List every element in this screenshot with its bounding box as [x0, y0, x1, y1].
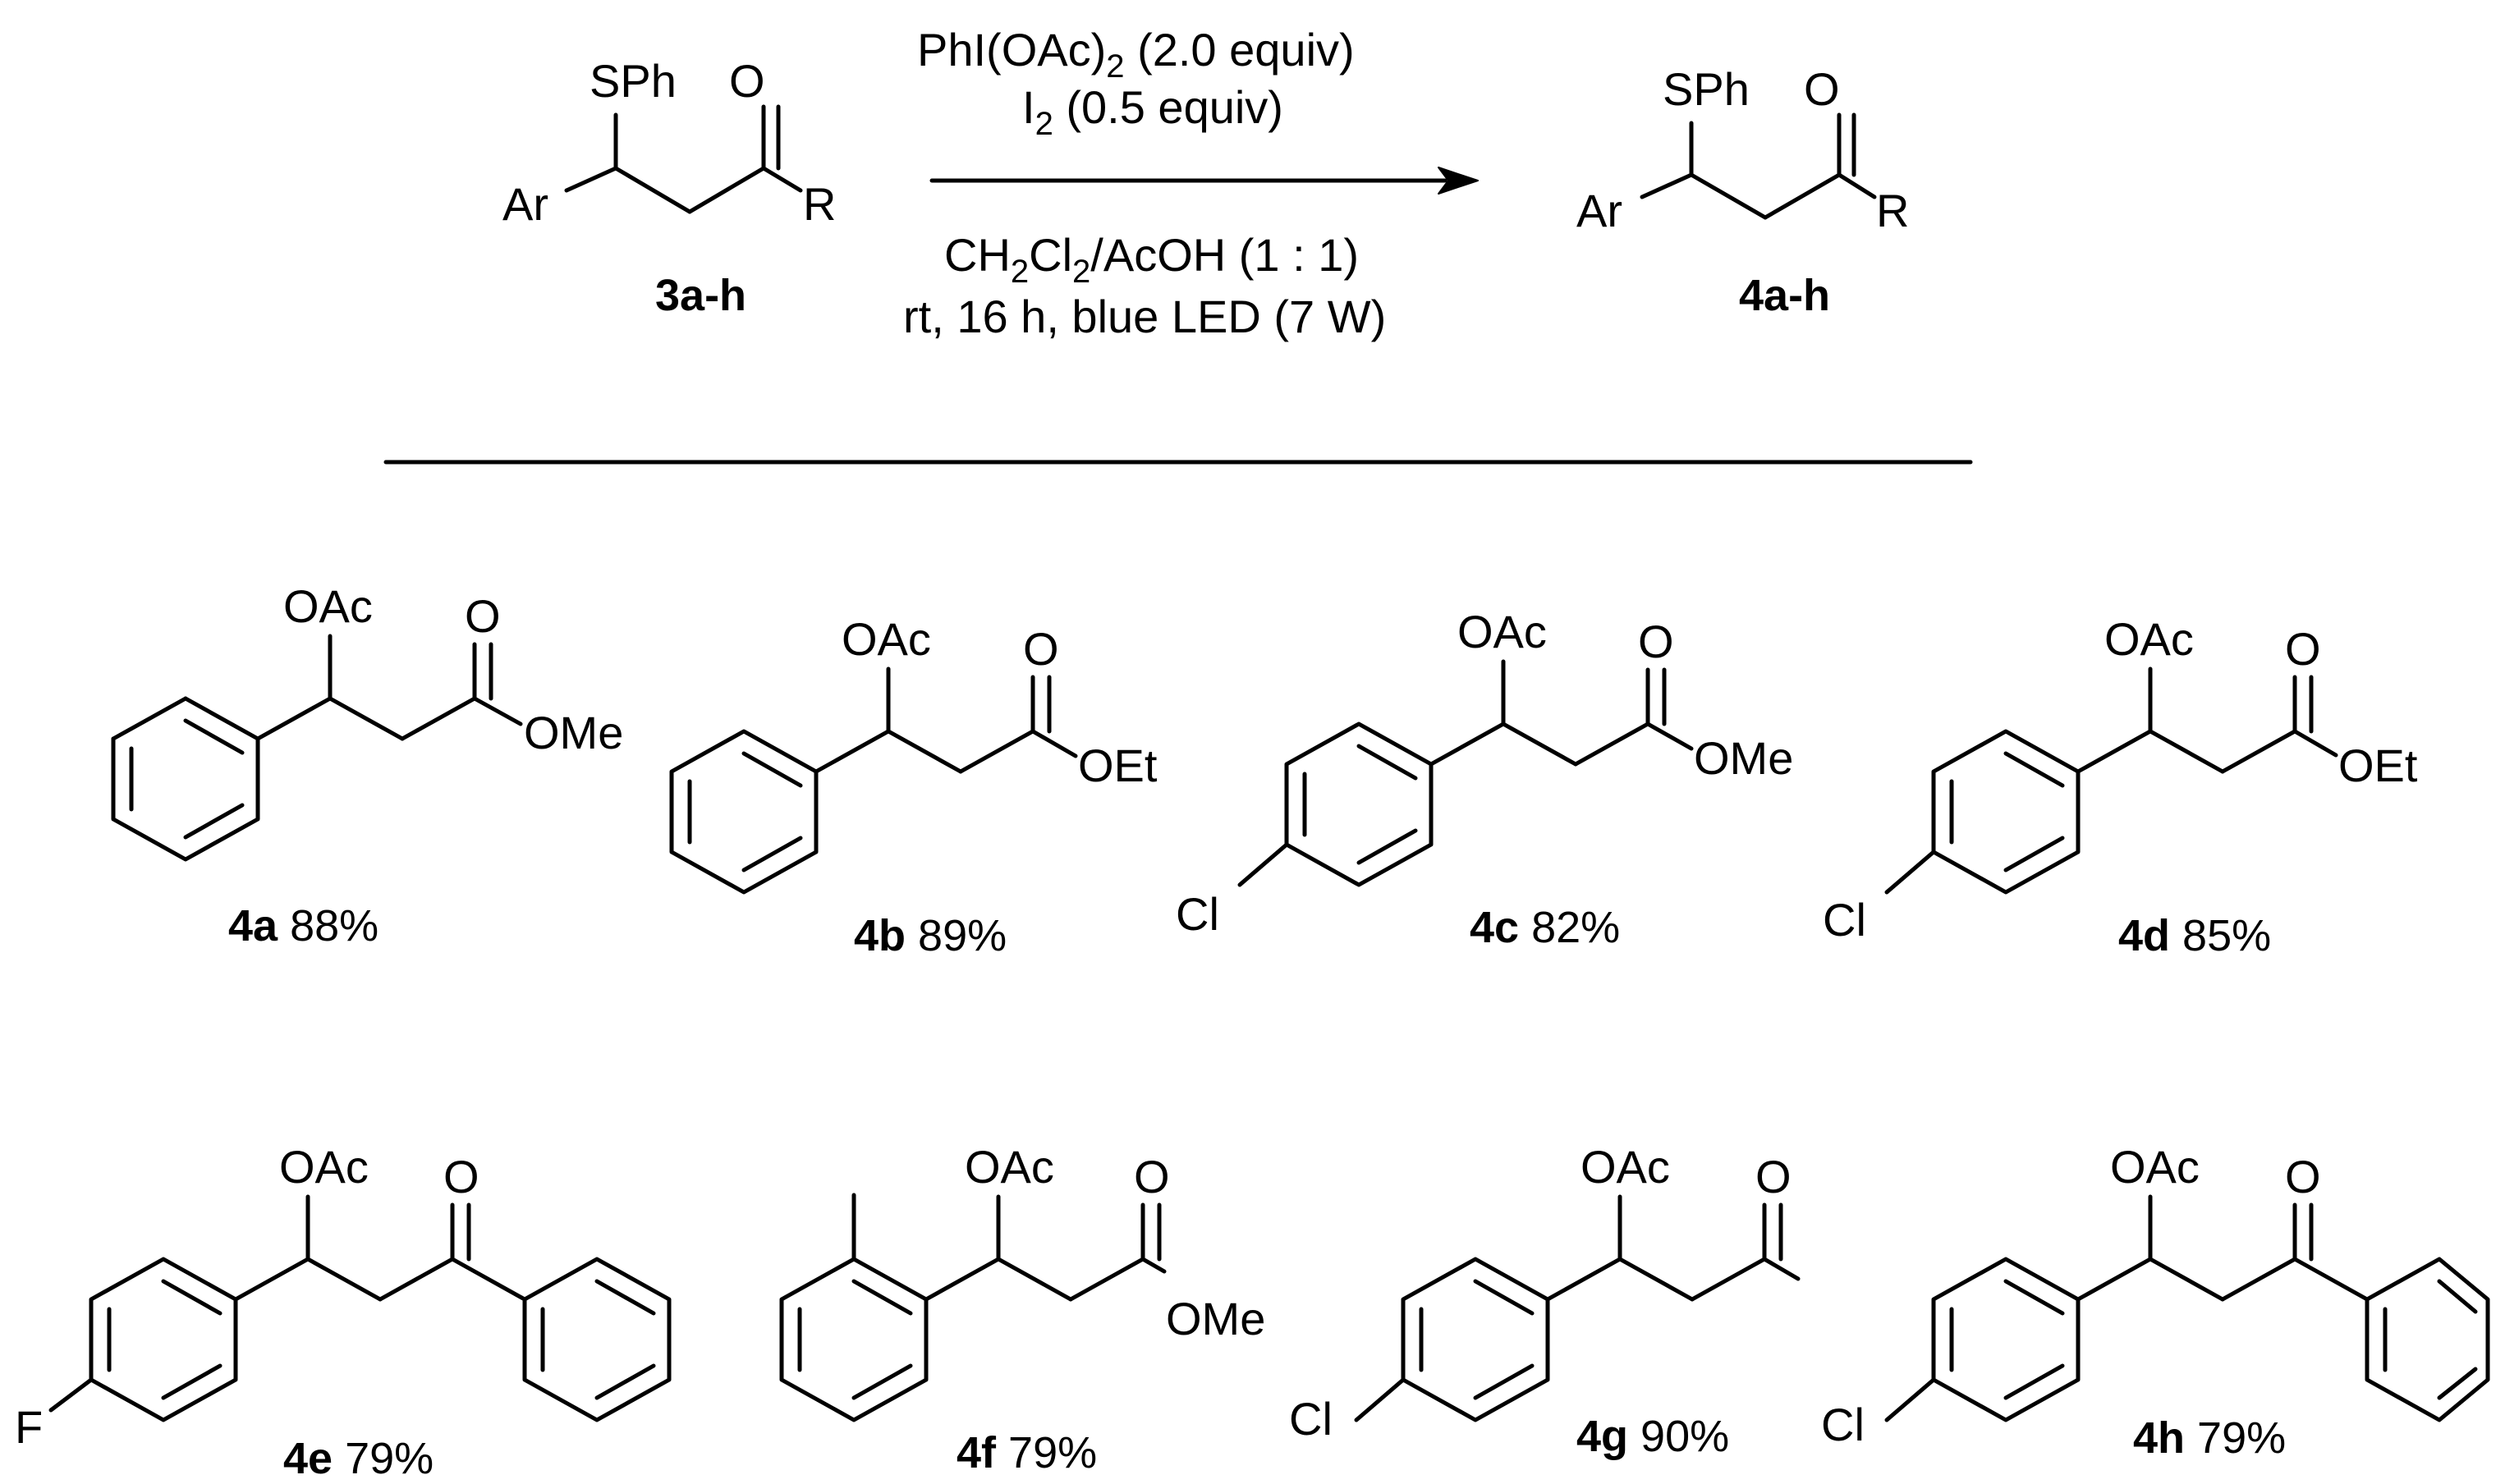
sph-label: SPh [1663, 63, 1750, 115]
compound-4c: OAc O OMe Cl 4c 82% [1176, 606, 1793, 952]
carbonyl-oxygen-label: O [2285, 1151, 2321, 1202]
solvent: CH2Cl2/AcOH (1 : 1) [944, 229, 1359, 290]
compound-4h: OAc O Cl 4h 79% [1821, 1141, 2490, 1463]
reaction-arrow [929, 167, 1479, 195]
compound-label: 4a 88% [228, 901, 379, 950]
compound-label: 4f 79% [957, 1428, 1097, 1477]
product-structure: SPh O Ar R [1576, 63, 1909, 236]
fluoro-label: F [15, 1401, 43, 1453]
compound-label: 4g 90% [1576, 1412, 1729, 1461]
oac-label: OAc [842, 613, 931, 665]
reaction-conditions: rt, 16 h, blue LED (7 W) [903, 291, 1386, 342]
oac-label: OAc [965, 1141, 1054, 1193]
carbonyl-oxygen-label: O [1804, 63, 1840, 115]
oac-label: OAc [2104, 613, 2194, 665]
r-label: R [803, 178, 836, 230]
ester-label: OEt [2338, 740, 2418, 791]
carbonyl-oxygen-label: O [1023, 623, 1059, 675]
compound-label: 4d 85% [2118, 911, 2271, 960]
carbonyl-oxygen-label: O [1134, 1151, 1170, 1202]
reactant-structure: SPh O Ar R [502, 55, 836, 230]
sph-label: SPh [590, 55, 677, 107]
oac-label: OAc [283, 580, 373, 632]
compound-4a: OAc O OMe 4a 88% [111, 580, 623, 950]
ester-label: OEt [1078, 740, 1158, 791]
ar-label: Ar [502, 178, 548, 230]
oac-label: OAc [2110, 1141, 2200, 1193]
compound-label: 4e 79% [283, 1434, 434, 1483]
carbonyl-oxygen-label: O [2285, 623, 2321, 675]
reagent-1: PhI(OAc)2 (2.0 equiv) [917, 24, 1355, 85]
compound-4f: OAc O OMe 4f 79% [779, 1141, 1265, 1477]
carbonyl-oxygen-label: O [465, 590, 501, 642]
ester-label: OMe [524, 707, 623, 758]
carbonyl-oxygen-label: O [443, 1151, 479, 1202]
oac-label: OAc [1581, 1141, 1670, 1193]
carbonyl-oxygen-label: O [729, 55, 765, 107]
product-label: 4a-h [1739, 271, 1830, 320]
compound-4e: OAc O F 4e 79% [15, 1141, 672, 1483]
compound-4d: OAc O OEt Cl 4d 85% [1823, 613, 2418, 960]
compound-label: 4h 79% [2133, 1413, 2286, 1463]
reagent-2: I2 (0.5 equiv) [1022, 81, 1283, 142]
chloro-label: Cl [1821, 1399, 1865, 1450]
compound-label: 4b 89% [854, 911, 1007, 960]
chloro-label: Cl [1176, 888, 1219, 940]
chloro-label: Cl [1289, 1393, 1333, 1445]
oac-label: OAc [1457, 606, 1547, 657]
reactant-label: 3a-h [655, 271, 746, 320]
compound-label: 4c 82% [1470, 903, 1620, 952]
oac-label: OAc [279, 1141, 369, 1193]
compound-4g: OAc O Cl 4g 90% [1289, 1141, 1801, 1461]
carbonyl-oxygen-label: O [1755, 1151, 1792, 1202]
compound-4b: OAc O OEt 4b 89% [669, 613, 1158, 960]
ester-label: OMe [1166, 1293, 1265, 1344]
ar-label: Ar [1576, 185, 1622, 236]
r-label: R [1876, 185, 1909, 236]
chloro-label: Cl [1823, 894, 1866, 946]
carbonyl-oxygen-label: O [1638, 616, 1674, 667]
ester-label: OMe [1694, 732, 1793, 784]
